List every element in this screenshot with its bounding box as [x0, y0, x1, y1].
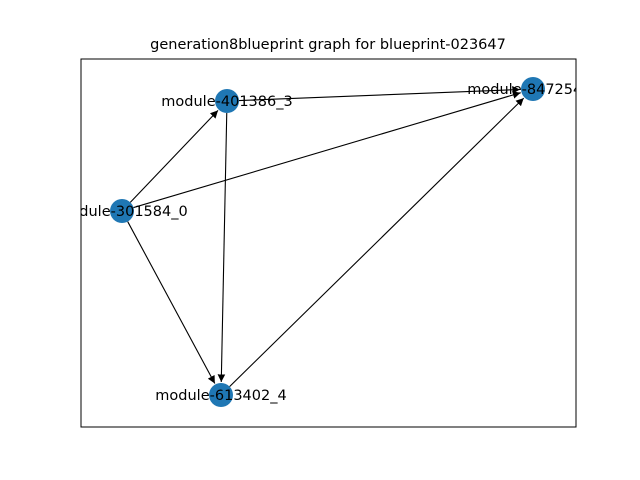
node-n1: [521, 77, 545, 101]
axes-frame: [80, 58, 577, 428]
edge-n0-n3: [129, 110, 219, 203]
edge-n4-n1: [229, 97, 525, 387]
edges-layer: [127, 85, 525, 387]
edge-n0-n1: [133, 91, 521, 209]
node-n0: [110, 199, 134, 223]
labels-layer: module-301584_0 module-401386_3 module-847…: [56, 82, 598, 404]
node-n3: [215, 89, 239, 113]
node-label-n4: module-613402_4: [155, 388, 286, 404]
node-label-n3: module-401386_3: [161, 94, 292, 110]
edge-n3-n1: [238, 85, 521, 102]
node-label-n1: module-847254_1: [467, 82, 598, 98]
edge-n3-n4: [217, 112, 228, 383]
nodes-layer: [110, 77, 545, 407]
node-label-n0: module-301584_0: [56, 204, 187, 220]
graph-title: generation8blueprint graph for blueprint…: [150, 37, 506, 53]
node-n4: [209, 383, 233, 407]
edge-n0-n4: [127, 221, 216, 384]
